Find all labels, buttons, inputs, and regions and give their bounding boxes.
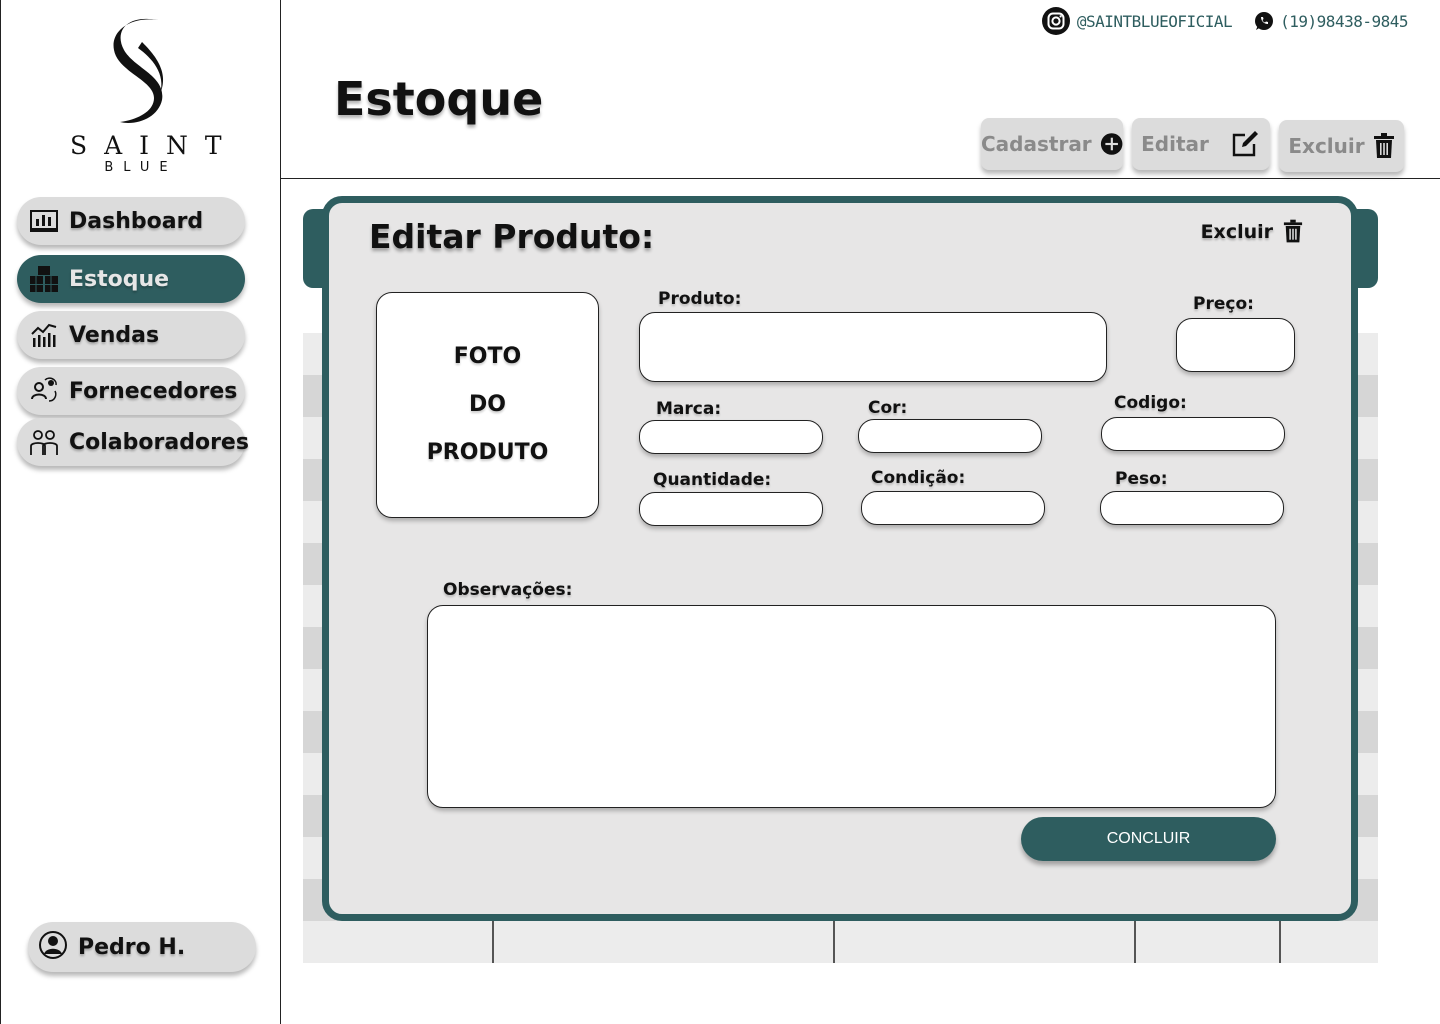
conclude-button[interactable]: CONCLUIR [1021, 817, 1276, 861]
produto-input[interactable] [639, 312, 1107, 382]
toolbar-delete-label: Excluir [1288, 134, 1365, 158]
whatsapp-icon [1255, 12, 1274, 30]
sidebar-item-fornecedores[interactable]: Fornecedores [17, 367, 245, 415]
edit-product-button[interactable]: Editar [1132, 118, 1270, 170]
saint-s-logo-icon [113, 18, 164, 124]
user-profile-button[interactable]: Pedro H. [28, 922, 256, 972]
bar-chart-icon [29, 206, 59, 236]
toolbar-edit-label: Editar [1141, 132, 1209, 156]
brand-name: SAINT [70, 131, 239, 160]
sales-chart-icon [29, 320, 59, 350]
cor-label: Cor: [868, 398, 908, 418]
sidebar-item-label: Dashboard [69, 208, 204, 234]
trash-icon [1283, 219, 1303, 243]
instagram-icon [1041, 7, 1070, 35]
preco-label: Preço: [1193, 294, 1254, 314]
sidebar-item-label: Colaboradores [69, 429, 249, 455]
column-divider [1134, 921, 1136, 963]
brand-logo: SAINT BLUE [56, 14, 239, 189]
toolbar-add-label: Cadastrar [981, 132, 1092, 156]
sidebar-item-label: Fornecedores [69, 378, 238, 404]
produto-label: Produto: [658, 289, 742, 309]
photo-text-line: FOTO [453, 344, 522, 369]
sidebar-item-label: Vendas [69, 322, 160, 348]
delete-product-button[interactable]: Excluir [1279, 120, 1404, 172]
column-divider [833, 921, 835, 963]
table-row [303, 921, 1378, 963]
suppliers-icon [29, 376, 59, 406]
whatsapp-number: (19)98438-9845 [1280, 11, 1408, 31]
quantidade-label: Quantidade: [653, 470, 772, 490]
codigo-input[interactable] [1101, 417, 1285, 451]
sidebar: SAINT BLUE Dashboard Estoque Vendas [0, 0, 281, 1024]
edit-icon [1232, 131, 1258, 157]
team-icon [29, 427, 59, 457]
column-divider [492, 921, 494, 963]
preco-input[interactable] [1176, 318, 1295, 372]
peso-label: Peso: [1115, 469, 1168, 489]
sidebar-item-estoque[interactable]: Estoque [17, 255, 245, 303]
header-divider [281, 178, 1440, 179]
instagram-handle: @SAINTBLUEOFICIAL [1076, 11, 1233, 31]
marca-label: Marca: [656, 399, 722, 419]
codigo-label: Codigo: [1114, 393, 1187, 413]
brand-sub: BLUE [104, 160, 178, 175]
plus-circle-icon [1100, 133, 1123, 155]
instagram-link[interactable]: @SAINTBLUEOFICIAL [1041, 6, 1233, 36]
cor-input[interactable] [858, 419, 1042, 453]
contact-bar: @SAINTBLUEOFICIAL (19)98438-9845 [1041, 6, 1408, 36]
observacoes-label: Observações: [443, 580, 573, 600]
condicao-input[interactable] [861, 491, 1045, 525]
peso-input[interactable] [1100, 491, 1284, 525]
observacoes-textarea[interactable] [427, 605, 1276, 808]
trash-icon [1373, 133, 1394, 158]
photo-text-line: DO [469, 392, 506, 417]
boxes-icon [29, 264, 59, 294]
photo-text-line: PRODUTO [426, 440, 549, 465]
sidebar-item-colaboradores[interactable]: Colaboradores [17, 418, 249, 466]
sidebar-item-label: Estoque [69, 266, 170, 292]
modal-delete-button[interactable]: Excluir [1201, 219, 1303, 244]
condicao-label: Condição: [871, 468, 966, 488]
modal-title: Editar Produto: [369, 217, 655, 256]
user-name: Pedro H. [78, 934, 186, 960]
column-divider [1279, 921, 1281, 963]
whatsapp-link[interactable]: (19)98438-9845 [1254, 11, 1408, 31]
edit-product-modal: Editar Produto: Excluir FOTO DO PRODUTO … [322, 196, 1358, 921]
marca-input[interactable] [639, 420, 823, 454]
add-product-button[interactable]: Cadastrar [981, 118, 1123, 170]
page-title: Estoque [334, 72, 544, 126]
user-avatar-icon [38, 930, 68, 964]
sidebar-item-dashboard[interactable]: Dashboard [17, 197, 245, 245]
product-photo-upload[interactable]: FOTO DO PRODUTO [376, 292, 599, 518]
sidebar-item-vendas[interactable]: Vendas [17, 311, 245, 359]
modal-delete-label: Excluir [1200, 220, 1273, 243]
quantidade-input[interactable] [639, 492, 823, 526]
